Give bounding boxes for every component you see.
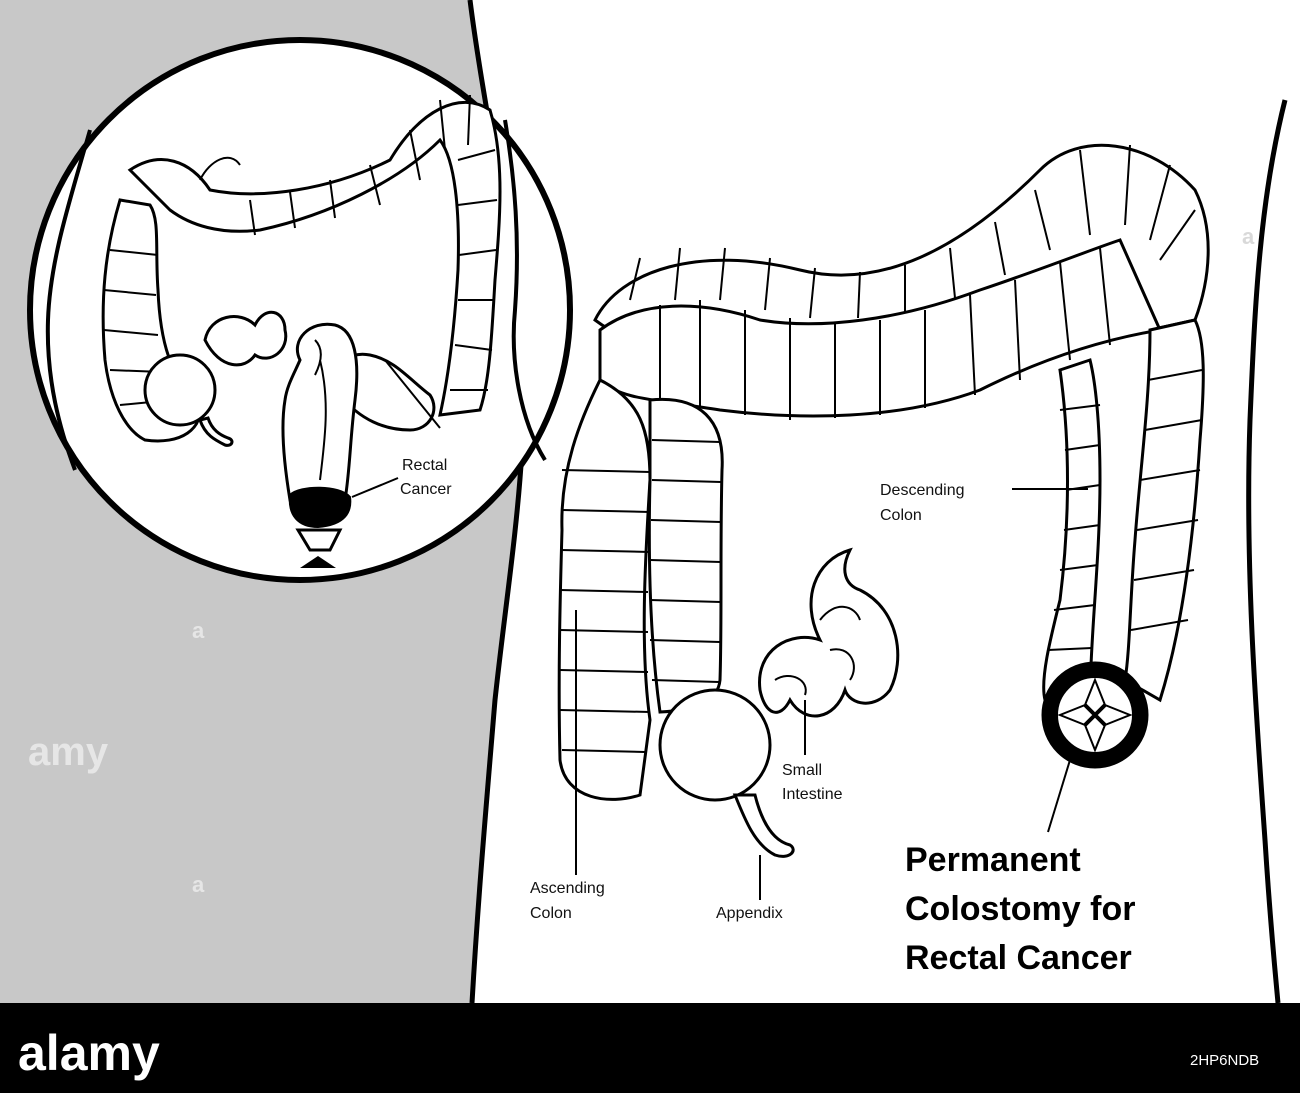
svg-text:Permanent: Permanent [905,841,1081,879]
svg-text:Colon: Colon [530,905,572,922]
footer-bar [0,1003,1300,1093]
svg-text:Colon: Colon [880,507,922,524]
svg-text:Rectal Cancer: Rectal Cancer [905,939,1132,977]
svg-text:Appendix: Appendix [716,905,783,922]
svg-text:a: a [1242,224,1255,249]
svg-text:a: a [192,618,205,643]
label-appendix: Appendix [716,855,783,922]
main-colon [557,143,1210,858]
svg-text:Descending: Descending [880,482,965,499]
svg-text:Intestine: Intestine [782,786,843,803]
svg-text:Cancer: Cancer [400,481,452,498]
svg-text:Colostomy for: Colostomy for [905,890,1135,928]
label-small-intestine: Small Intestine [782,700,843,803]
inset-magnifier [27,37,573,583]
watermark-brand: alamy [18,1025,160,1081]
svg-text:a: a [192,368,205,393]
label-ascending-colon: Ascending Colon [530,610,605,922]
label-rectal-cancer: Rectal Cancer [400,457,452,498]
diagram-title: Permanent Colostomy for Rectal Cancer [905,841,1135,977]
watermark-image-id: 2HP6NDB [1190,1052,1259,1069]
body-outline-right [1246,99,1288,1004]
svg-text:amy: amy [28,730,109,774]
svg-text:Rectal: Rectal [402,457,447,474]
watermark-side-marks: a a amy a a [28,224,1255,897]
svg-text:Ascending: Ascending [530,880,605,897]
rectal-cancer-tumor [288,486,352,529]
label-descending-colon: Descending Colon [880,482,1088,524]
svg-text:a: a [192,872,205,897]
svg-text:Small: Small [782,762,822,779]
small-intestine [758,547,900,718]
